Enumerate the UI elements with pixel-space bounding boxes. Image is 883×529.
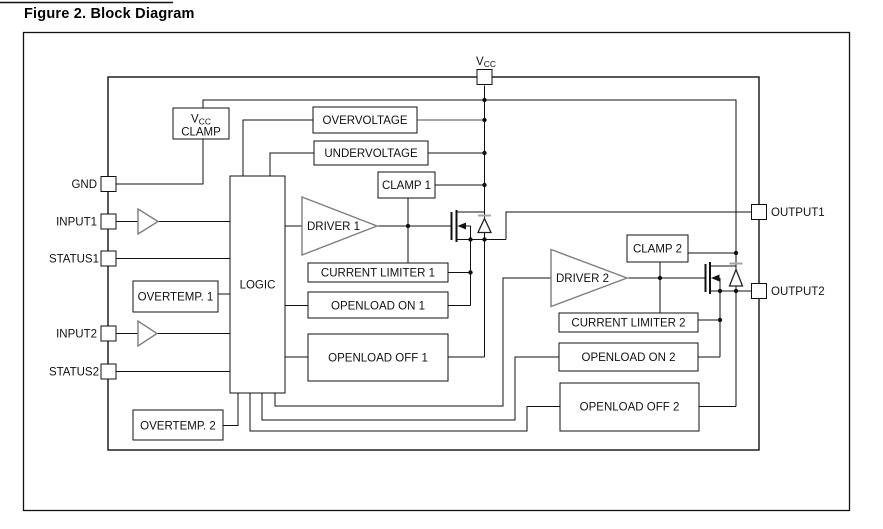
openload-off1-label: OPENLOAD OFF 1	[328, 353, 428, 365]
openload-on2-box	[558, 342, 699, 372]
gnd-pin-label: GND	[71, 179, 97, 191]
input1-pin-label: INPUT1	[56, 217, 97, 229]
input2-buffer-triangle	[137, 319, 159, 348]
status2-pin	[100, 363, 117, 380]
current-limiter2-label: CURRENT LIMITER 2	[571, 318, 685, 330]
clamp1-box	[377, 171, 436, 199]
mosfet1-body-arrow	[457, 222, 466, 230]
undervoltage-label: UNDERVOLTAGE	[324, 148, 418, 160]
junction-dots	[405, 97, 739, 323]
mosfet2-symbol	[704, 262, 720, 294]
output1-pin-label: OUTPUT1	[771, 207, 825, 219]
logic-box	[229, 175, 286, 394]
overtemp2-label: OVERTEMP. 2	[140, 421, 216, 433]
input2-pin	[100, 325, 117, 342]
figure-frame-border	[22, 31, 851, 512]
openload-off1-box	[307, 333, 449, 382]
current-limiter2-box	[558, 312, 699, 333]
clamp2-label: CLAMP 2	[633, 244, 682, 256]
vcc-feed-wire	[202, 99, 737, 270]
status1-pin-label: STATUS1	[49, 254, 99, 266]
status1-pin	[100, 250, 117, 267]
driver2-triangle	[550, 248, 629, 308]
vcc-clamp-label-line2: CLAMP	[181, 127, 221, 139]
vcc-clamp-label-line1: VCC	[191, 114, 211, 127]
input1-pin	[100, 213, 117, 230]
output2-pin-label: OUTPUT2	[771, 286, 825, 298]
current-limiter1-label: CURRENT LIMITER 1	[321, 268, 435, 280]
openload-on1-label: OPENLOAD ON 1	[331, 301, 425, 313]
openload-off2-box	[559, 382, 700, 432]
driver1-triangle	[301, 195, 379, 257]
mosfet2-body-arrow	[711, 274, 720, 282]
clamp1-label: CLAMP 1	[382, 180, 431, 192]
gnd-pin	[100, 175, 117, 193]
figure-title: Figure 2. Block Diagram	[24, 6, 195, 22]
vcc-pin-label: VCC	[476, 56, 496, 69]
overtemp1-label: OVERTEMP. 1	[138, 292, 214, 304]
mosfet1-symbol	[450, 210, 466, 242]
output1-wire	[505, 211, 752, 240]
overtemp1-box	[132, 280, 219, 313]
status2-pin-label: STATUS2	[49, 367, 99, 379]
diode2-triangle	[728, 267, 744, 287]
input2-pin-label: INPUT2	[56, 329, 97, 341]
logic-label: LOGIC	[240, 280, 276, 292]
current-limiter1-box	[307, 262, 449, 283]
openload-off2-label: OPENLOAD OFF 2	[580, 402, 680, 414]
input1-buffer-triangle	[137, 207, 160, 236]
body-diode1	[476, 214, 493, 234]
openload-on1-box	[307, 291, 449, 319]
openload-on2-feed-wire	[261, 356, 559, 421]
driver2-feed-wire	[274, 277, 551, 407]
driver2-label: DRIVER 2	[556, 273, 609, 285]
vcc-pin	[476, 68, 493, 86]
openload-off2-feed-wire	[249, 393, 560, 432]
openload-on2-label: OPENLOAD ON 2	[582, 352, 676, 364]
overtemp2-wire	[223, 393, 239, 427]
overvoltage-label: OVERVOLTAGE	[323, 115, 408, 127]
output2-pin	[750, 282, 768, 300]
driver1-label: DRIVER 1	[307, 221, 360, 233]
vcc-clamp-box	[172, 107, 230, 140]
output1-pin	[750, 203, 768, 221]
clamp2-box	[626, 234, 689, 263]
overvoltage-feed-wire	[242, 119, 313, 176]
undervoltage-feed-wire	[269, 152, 314, 176]
gnd-wire	[116, 139, 204, 185]
body-diode2	[728, 262, 744, 287]
undervoltage-box	[313, 140, 429, 166]
overtemp2-box	[132, 409, 224, 441]
diode1-triangle	[476, 216, 493, 234]
overvoltage-box	[312, 106, 418, 134]
